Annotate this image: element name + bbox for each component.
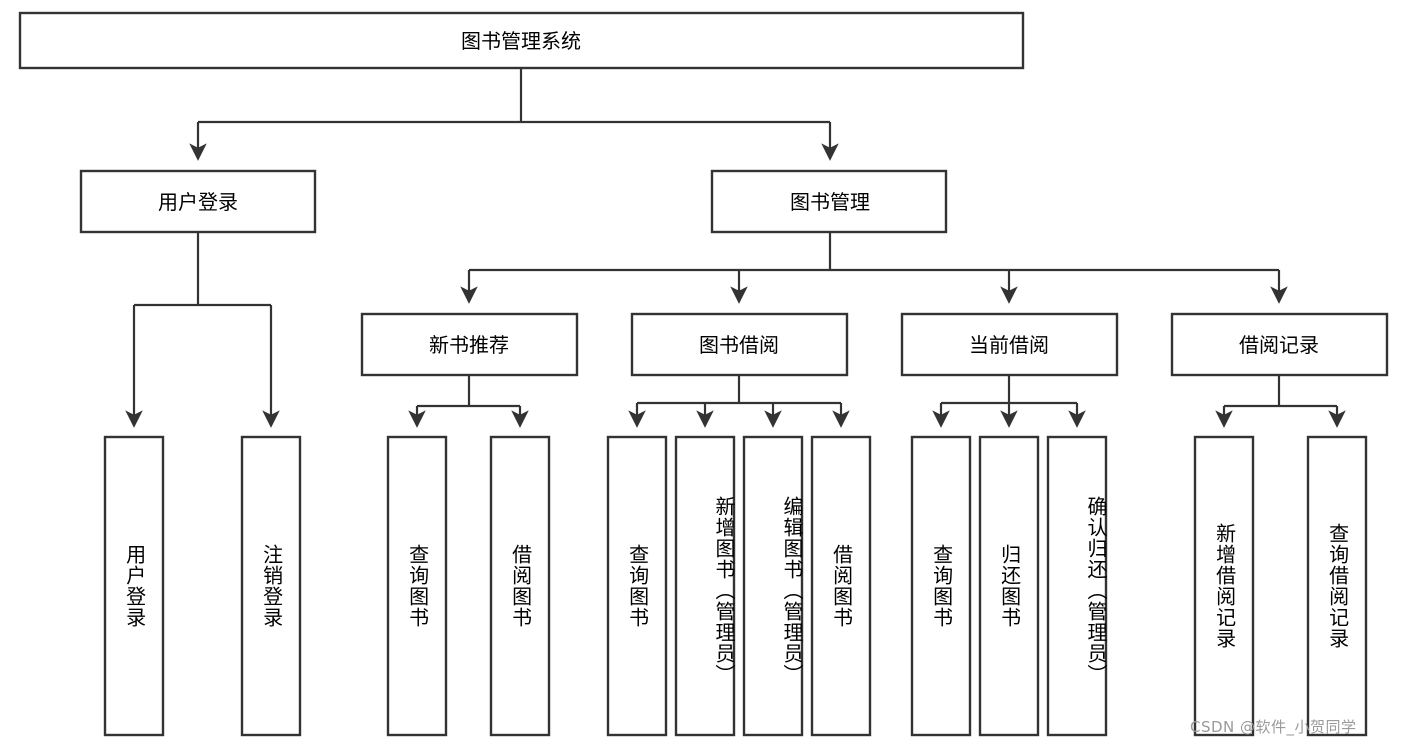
leaf-box-1[interactable] — [240, 435, 302, 737]
node-current-borrow[interactable]: 当前借阅 — [900, 312, 1119, 377]
node-new-book-recommend-box[interactable] — [360, 312, 579, 377]
leaf-box-3[interactable] — [489, 435, 551, 737]
node-borrow-record-box[interactable] — [1170, 312, 1389, 377]
connectors — [125, 68, 1346, 428]
node-book-borrow-box[interactable] — [630, 312, 849, 377]
leaf-boxes — [103, 435, 1368, 737]
leaf-box-5[interactable] — [674, 435, 736, 737]
node-borrow-record[interactable]: 借阅记录 — [1170, 312, 1389, 377]
leaf-box-6[interactable] — [742, 435, 804, 737]
node-book-borrow[interactable]: 图书借阅 — [630, 312, 849, 377]
node-root-box[interactable] — [18, 11, 1025, 70]
leaf-box-2[interactable] — [386, 435, 448, 737]
leaf-box-7[interactable] — [810, 435, 872, 737]
node-user-login-label: 用户登录 — [158, 190, 238, 214]
node-book-management-label: 图书管理 — [790, 190, 870, 214]
node-borrow-record-label: 借阅记录 — [1239, 333, 1319, 357]
node-new-book-recommend-label: 新书推荐 — [429, 333, 509, 357]
node-current-borrow-label: 当前借阅 — [969, 333, 1049, 357]
node-book-borrow-label: 图书借阅 — [699, 333, 779, 357]
leaf-box-9[interactable] — [978, 435, 1040, 737]
node-book-management[interactable]: 图书管理 — [710, 169, 948, 234]
node-new-book-recommend[interactable]: 新书推荐 — [360, 312, 579, 377]
node-book-management-box[interactable] — [710, 169, 948, 234]
node-current-borrow-box[interactable] — [900, 312, 1119, 377]
node-root[interactable]: 图书管理系统 — [18, 11, 1025, 70]
node-user-login[interactable]: 用户登录 — [79, 169, 317, 234]
leaf-box-0[interactable] — [103, 435, 165, 737]
leaf-box-10[interactable] — [1046, 435, 1108, 737]
leaf-box-12[interactable] — [1306, 435, 1368, 737]
node-user-login-box[interactable] — [79, 169, 317, 234]
node-root-label: 图书管理系统 — [461, 29, 581, 53]
leaf-box-8[interactable] — [910, 435, 972, 737]
watermark: CSDN @软件_小贺同学 — [1190, 718, 1357, 736]
leaf-box-11[interactable] — [1193, 435, 1255, 737]
leaf-box-4[interactable] — [606, 435, 668, 737]
